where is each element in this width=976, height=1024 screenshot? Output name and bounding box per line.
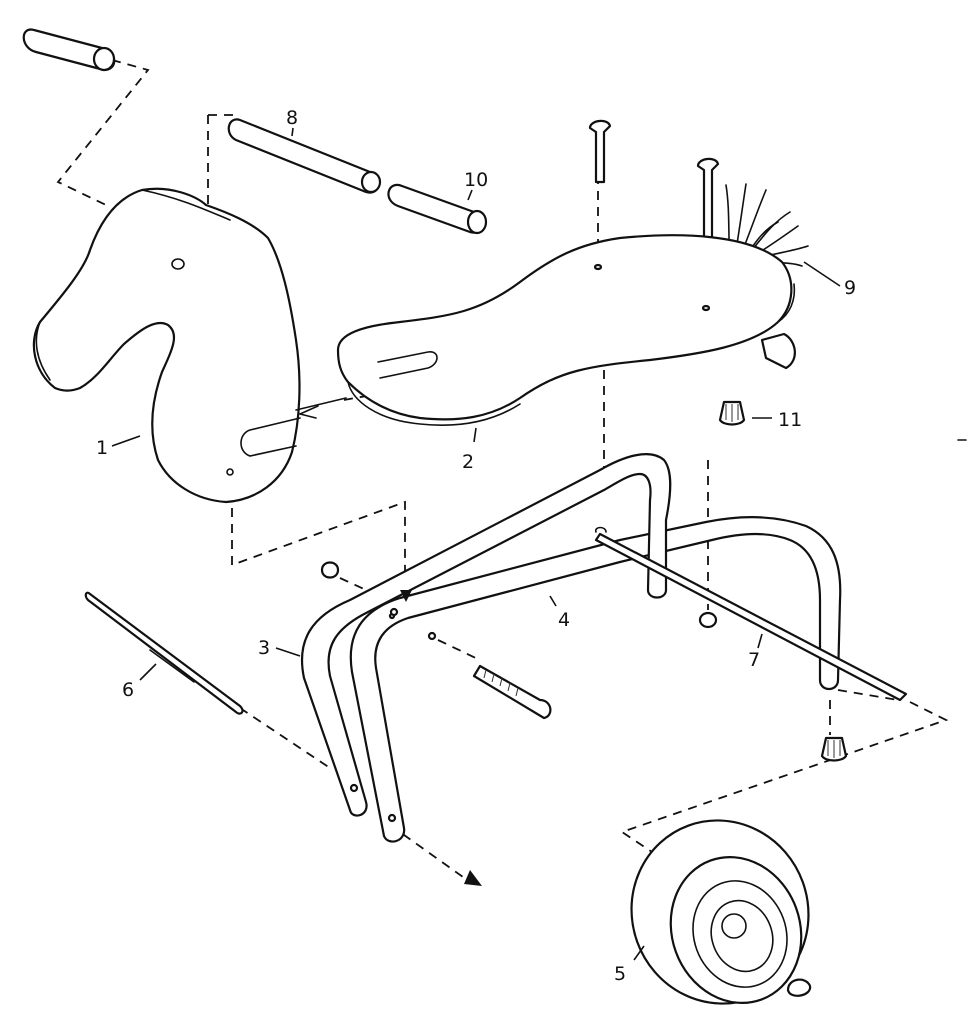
callout-9: 9 bbox=[844, 277, 856, 299]
part-3-back-frame bbox=[300, 453, 672, 823]
callout-3: 3 bbox=[258, 637, 270, 659]
part-grip-top bbox=[22, 28, 116, 72]
part-5-wheel bbox=[630, 819, 810, 1005]
part-4-main-frame bbox=[349, 516, 842, 843]
callout-2: 2 bbox=[462, 451, 474, 473]
callout-5: 5 bbox=[614, 963, 626, 985]
callout-leaders bbox=[111, 127, 841, 961]
callout-11: 11 bbox=[778, 409, 802, 431]
arrow-heads bbox=[400, 590, 482, 886]
part-11-cap-nut bbox=[718, 400, 746, 426]
callout-6: 6 bbox=[122, 679, 134, 701]
callout-10: 10 bbox=[464, 169, 488, 191]
callout-8: 8 bbox=[286, 107, 298, 129]
seat-bolts bbox=[588, 119, 720, 242]
part-7-axle bbox=[594, 532, 908, 702]
part-10-handle-grip bbox=[387, 183, 488, 235]
callout-1: 1 bbox=[96, 437, 108, 459]
callout-4: 4 bbox=[558, 609, 570, 631]
carriage-bolt bbox=[472, 664, 552, 720]
part-8-handle-rod bbox=[227, 118, 382, 194]
part-1-horse-head bbox=[32, 187, 347, 504]
part-6-rod bbox=[84, 591, 244, 715]
callout-7: 7 bbox=[748, 649, 760, 671]
lower-nuts bbox=[320, 561, 848, 997]
part-2-seat bbox=[336, 234, 796, 426]
callout-labels: 1 2 3 4 5 6 7 8 9 10 11 bbox=[96, 107, 856, 985]
